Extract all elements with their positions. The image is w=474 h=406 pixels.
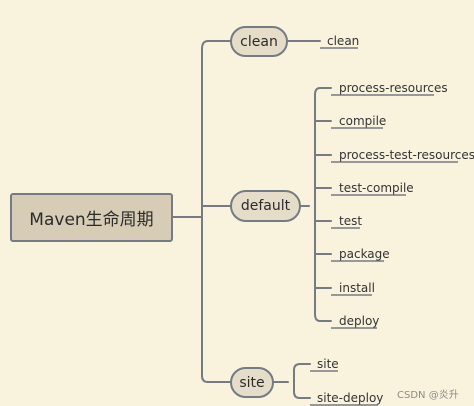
branch-label: clean [240,33,278,50]
leaf-node: test [339,214,363,228]
branch-node-default: default [230,190,301,222]
leaf-node: process-resources [339,81,448,95]
branch-label: site [239,374,265,391]
branch-label: default [240,198,291,214]
leaf-node: site-deploy [317,391,384,405]
leaf-node: clean [327,34,360,48]
site-leaf-trunk [293,363,311,399]
leaf-node: deploy [339,314,380,328]
leaf-node: install [339,281,375,295]
branch-node-clean: clean [230,26,288,57]
default-leaf-trunk [314,87,332,322]
root-node: Maven生命周期 [10,193,173,242]
leaf-node: package [339,247,390,261]
watermark: CSDN @炎升 [397,390,459,401]
trunk-line [201,40,231,383]
leaf-node: compile [339,114,387,128]
branch-node-site: site [230,367,274,398]
leaf-node: process-test-resources [339,148,474,162]
leaf-node: test-compile [339,181,414,195]
root-label: Maven生命周期 [29,210,154,230]
leaf-node: site [317,357,339,371]
